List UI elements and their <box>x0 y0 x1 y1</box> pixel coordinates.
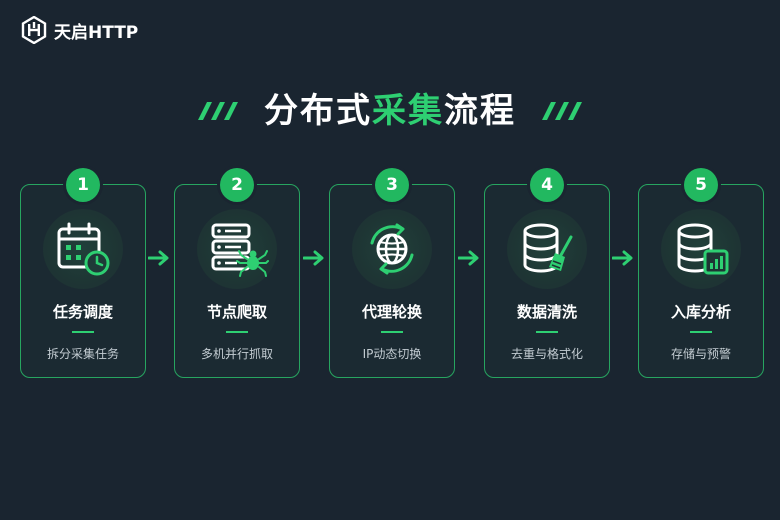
step-title: 入库分析 <box>670 303 731 321</box>
step-title: 代理轮换 <box>361 303 422 321</box>
step-title: 任务调度 <box>52 303 113 321</box>
step-icon-circle <box>43 209 123 289</box>
step-icon-circle <box>197 209 277 289</box>
step-subtitle: 拆分采集任务 <box>46 347 119 361</box>
step-number-badge-2: 2 <box>220 168 254 202</box>
step-icon-circle <box>661 209 741 289</box>
globe-rotate-icon <box>370 223 414 275</box>
arrow-right-icon <box>612 250 633 266</box>
left-slashes-decoration <box>198 102 238 120</box>
step-subtitle: IP动态切换 <box>362 347 422 361</box>
step-divider <box>536 331 558 333</box>
step-card-1: 任务调度 拆分采集任务 <box>20 184 146 378</box>
step-subtitle: 存储与预警 <box>670 347 731 361</box>
step-title: 节点爬取 <box>206 303 267 321</box>
step-number-badge-4: 4 <box>530 168 564 202</box>
arrow-right-icon <box>458 250 479 266</box>
step-subtitle: 去重与格式化 <box>510 347 583 361</box>
step-card-2: 节点爬取 多机并行抓取 <box>174 184 300 378</box>
right-slashes-decoration <box>542 102 582 120</box>
step-title: 数据清洗 <box>516 303 577 321</box>
arrow-right-icon <box>303 250 324 266</box>
step-icon-circle <box>352 209 432 289</box>
step-divider <box>690 331 712 333</box>
server-spider-icon <box>211 223 269 277</box>
database-broom-icon <box>523 223 573 273</box>
arrow-right-icon <box>148 250 169 266</box>
title-row: 分布式采集流程 <box>0 88 780 134</box>
brand-name: 天启HTTP <box>54 22 139 43</box>
brand-logo-icon <box>21 16 47 44</box>
step-number-badge-1: 1 <box>66 168 100 202</box>
page-title: 分布式采集流程 <box>264 91 516 131</box>
step-divider <box>381 331 403 333</box>
step-divider <box>72 331 94 333</box>
step-card-3: 代理轮换 IP动态切换 <box>329 184 455 378</box>
step-number-badge-3: 3 <box>375 168 409 202</box>
step-card-5: 入库分析 存储与预警 <box>638 184 764 378</box>
brand-logo: 天启HTTP <box>20 16 138 44</box>
step-icon-circle <box>507 209 587 289</box>
step-card-4: 数据清洗 去重与格式化 <box>484 184 610 378</box>
step-subtitle: 多机并行抓取 <box>200 347 273 361</box>
database-chart-icon <box>677 223 729 275</box>
step-divider <box>226 331 248 333</box>
calendar-clock-icon <box>57 222 110 276</box>
step-number-badge-5: 5 <box>684 168 718 202</box>
